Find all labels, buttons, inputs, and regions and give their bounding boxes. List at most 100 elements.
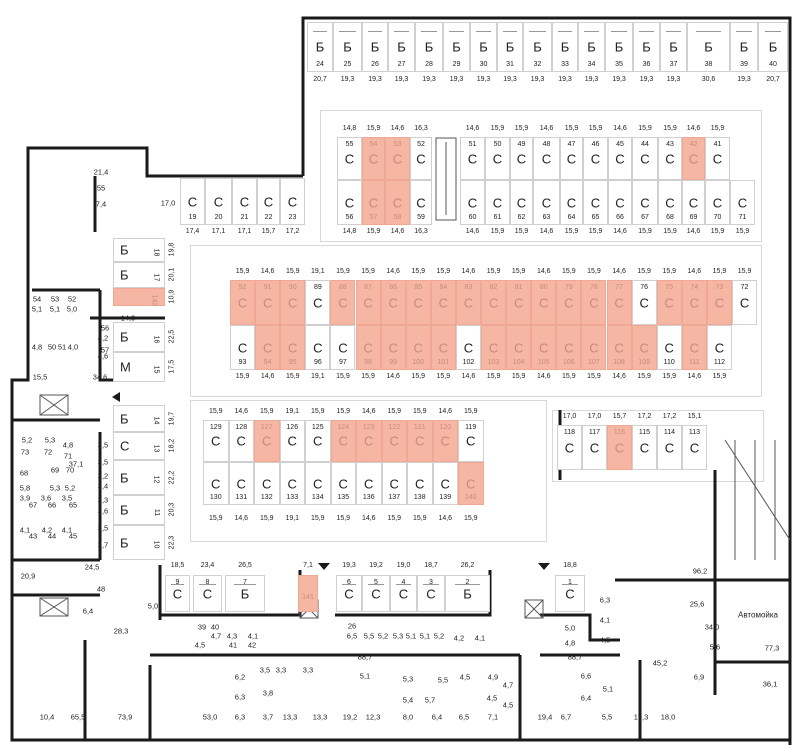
parking-spot-141[interactable]: 141 [298,575,318,612]
parking-spot-142[interactable]: 142 [113,288,165,306]
